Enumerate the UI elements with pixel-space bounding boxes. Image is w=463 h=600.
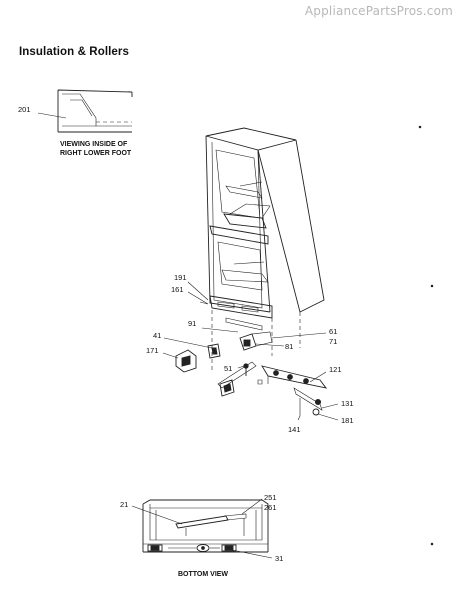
detail-caption-line1: VIEWING INSIDE OF xyxy=(60,141,128,148)
scan-speck xyxy=(430,284,434,288)
part-label-41: 41 xyxy=(153,331,161,340)
bottom-leader-lines xyxy=(131,498,273,559)
part-label-201: 201 xyxy=(18,105,31,114)
bottom-view-caption: BOTTOM VIEW xyxy=(178,571,228,578)
refrigerator-cabinet xyxy=(199,127,325,372)
leader-lines xyxy=(162,281,339,421)
part-label-91: 91 xyxy=(188,319,196,328)
part-label-251: 251 xyxy=(264,493,277,502)
part-label-191: 191 xyxy=(174,273,187,282)
part-label-121: 121 xyxy=(329,365,342,374)
part-label-261: 261 xyxy=(264,503,277,512)
part-label-31: 31 xyxy=(275,554,283,563)
part-label-161: 161 xyxy=(171,285,184,294)
page-title: Insulation & Rollers xyxy=(19,46,129,58)
part-label-171: 171 xyxy=(146,346,159,355)
scan-speck xyxy=(418,125,422,129)
part-label-71: 71 xyxy=(329,337,337,346)
part-label-51: 51 xyxy=(224,364,232,373)
part-label-61: 61 xyxy=(329,327,337,336)
lower-parts xyxy=(175,317,328,416)
foot-detail-inset xyxy=(37,89,133,133)
watermark: AppliancePartsPros.com xyxy=(304,4,453,18)
part-label-21: 21 xyxy=(120,500,128,509)
bottom-view-drawing xyxy=(142,499,269,553)
part-label-81: 81 xyxy=(285,342,293,351)
part-label-131: 131 xyxy=(341,399,354,408)
part-label-181: 181 xyxy=(341,416,354,425)
part-label-141: 141 xyxy=(288,425,301,434)
detail-caption-line2: RIGHT LOWER FOOT xyxy=(60,150,132,157)
scan-speck xyxy=(430,542,434,546)
